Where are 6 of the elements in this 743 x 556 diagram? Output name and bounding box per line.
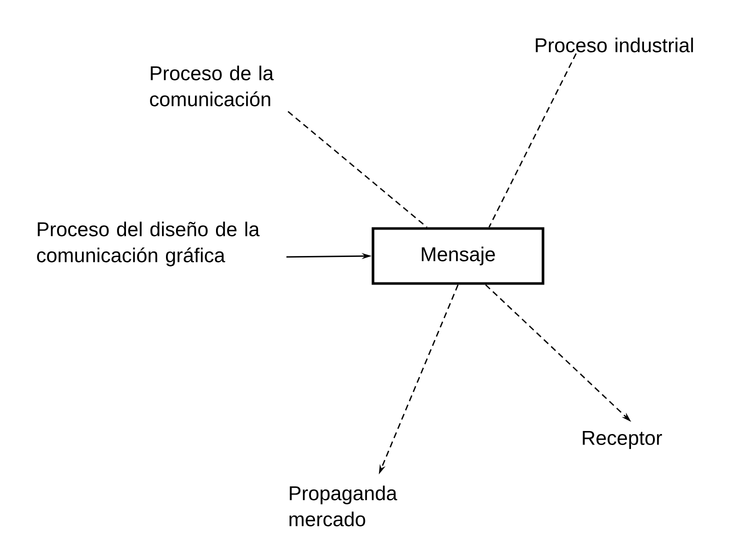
receiver-label: Receptor — [582, 431, 662, 449]
message-box: Mensaje — [372, 227, 544, 285]
process-label: Proceso del diseño de la comunicación gráfica — [37, 222, 260, 266]
process-label: Proceso de la comunicación — [150, 66, 274, 106]
outcome-label: Propaganda mercado — [290, 486, 398, 526]
process-label: Proceso industrial — [536, 38, 693, 52]
